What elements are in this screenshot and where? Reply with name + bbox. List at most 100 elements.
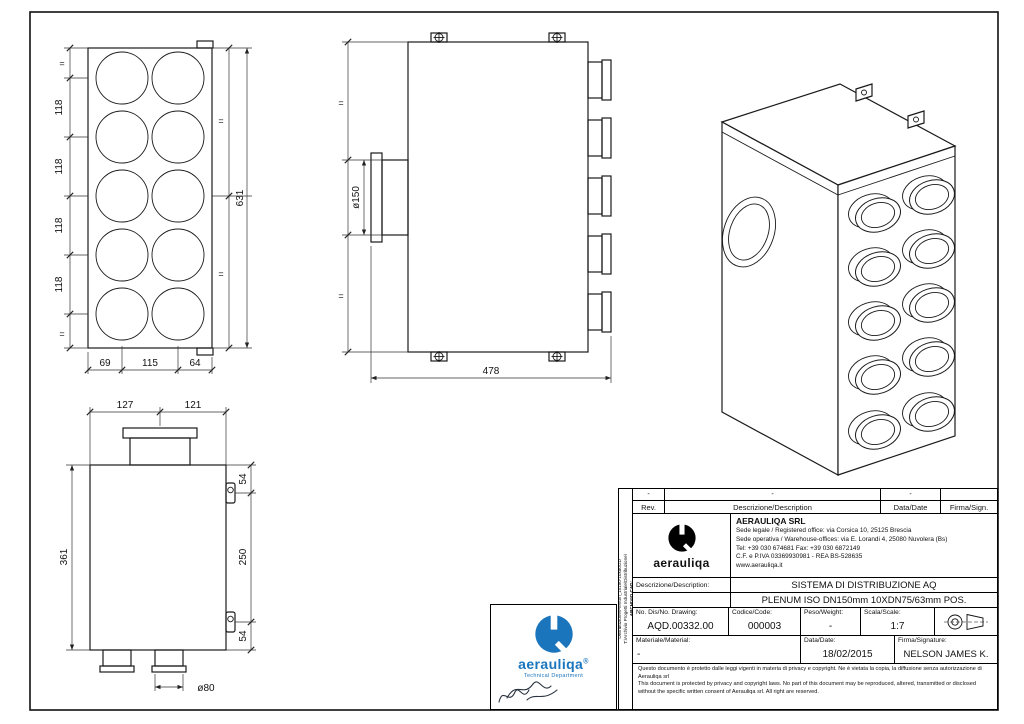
department-name: Technical Department <box>523 673 584 679</box>
code-value: 000003 <box>747 620 782 632</box>
dimension-label: = <box>338 98 343 108</box>
registered-mark: ® <box>583 658 589 666</box>
code-cell: Codice/Code: 000003 <box>729 608 801 635</box>
iso-collars <box>848 175 955 450</box>
disclaimer-italian: Questo documento è protetto dalle leggi … <box>638 666 982 680</box>
material-cell: Materiale/Material: - <box>633 636 801 663</box>
material-date-sign-row: Materiale/Material: - Data/Date: 18/02/2… <box>633 636 997 664</box>
dimension-label: 64 <box>189 358 201 369</box>
isometric-view <box>720 83 957 477</box>
legal-disclaimer: Questo documento è protetto dalle leggi … <box>633 664 997 709</box>
company-info: AERAULIQA SRL Sede legale / Registered o… <box>731 514 997 577</box>
side-centering-dimension: = = <box>338 38 408 356</box>
rev-date-value: - <box>881 489 941 500</box>
dimension-label: 118 <box>54 217 65 233</box>
weight-value: - <box>828 620 833 632</box>
date-label: Data/Date: <box>804 637 836 644</box>
archive-label: ARCHIVIO CAD: <box>628 581 633 617</box>
rev-header: Rev. <box>633 501 665 513</box>
company-address1: Sede legale / Registered office: via Cor… <box>736 527 912 535</box>
sign-header: Firma/Sign. <box>949 502 989 512</box>
scale-cell: Scala/Scale: 1:7 <box>861 608 935 635</box>
side-view: ø150 = = 478 <box>338 32 612 383</box>
front-view: = 118 118 118 118 = = = 631 <box>54 40 252 374</box>
dimension-label: = <box>59 329 64 339</box>
drawing-number-value: AQD.00332.00 <box>647 620 714 632</box>
dimension-label: 118 <box>54 158 65 174</box>
front-right-dimensions: = = 631 <box>212 44 252 352</box>
material-label: Materiale/Material: <box>636 637 691 644</box>
dimension-label: 118 <box>54 99 65 115</box>
date-value: 18/02/2015 <box>822 648 873 660</box>
description-row-2: PLENUM ISO DN150mm 10XDN75/63mm POS. <box>633 593 997 608</box>
front-left-dimensions: = 118 118 118 118 = <box>54 44 88 352</box>
handwritten-signature <box>498 681 558 703</box>
projection-cell <box>935 608 997 635</box>
dimension-label: ø80 <box>197 683 215 694</box>
first-angle-projection-icon <box>944 613 988 630</box>
dimension-label: 250 <box>238 548 249 565</box>
date-header: Data/Date <box>881 501 941 513</box>
bottom-view: 127 121 361 54 250 54 <box>59 400 256 694</box>
description-header: Descrizione/Description <box>665 501 881 513</box>
company-website: www.aerauliqa.it <box>736 561 783 569</box>
rev-value: - <box>633 489 665 500</box>
front-bottom-dimensions: 69 115 64 <box>84 346 216 374</box>
date-cell: Data/Date: 18/02/2015 <box>801 636 895 663</box>
dimension-label: = <box>59 59 64 69</box>
brand-wordmark: aerauliqa® <box>518 656 589 672</box>
company-address2: Sede operativa / Warehouse-offices: via … <box>736 535 948 543</box>
company-phone: Tel: +39 030 674681 Fax: +39 030 6872149 <box>736 544 861 552</box>
dimension-label: 115 <box>142 358 158 369</box>
signature-value: NELSON JAMES K. <box>903 648 989 660</box>
rev-description-value: - <box>665 489 881 500</box>
weight-cell: Peso/Weight: - <box>801 608 861 635</box>
screw-hole-icon <box>433 32 563 362</box>
drawing-number-label: No. Dis/No. Drawing: <box>636 609 698 616</box>
bottom-top-dimensions: 127 121 <box>86 400 230 465</box>
dimension-label: = <box>218 116 223 126</box>
signature-label: Firma/Signature: <box>898 637 947 644</box>
company-name: AERAULIQA SRL <box>736 516 806 526</box>
aerauliqa-logo-icon <box>667 523 696 555</box>
description-line2: PLENUM ISO DN150mm 10XDN75/63mm POS. <box>761 594 967 606</box>
dimension-label: ø150 <box>351 186 362 209</box>
scale-value: 1:7 <box>890 620 905 632</box>
drawing-number-cell: No. Dis/No. Drawing: AQD.00332.00 <box>633 608 729 635</box>
description-label: Descrizione/Description: <box>633 578 731 592</box>
dimension-label: = <box>218 269 223 279</box>
dimension-label: 118 <box>54 276 65 292</box>
technical-department-box: aerauliqa® Technical Department <box>490 604 617 710</box>
aerauliqa-logo-icon <box>534 614 573 656</box>
bottom-outlet-dimension: ø80 <box>154 674 215 694</box>
description-line1: SISTEMA DI DISTRIBUZIONE AQ <box>791 579 937 591</box>
dimension-label: 54 <box>238 630 249 642</box>
weight-label: Peso/Weight: <box>804 609 844 616</box>
brand-text: aerauliqa <box>518 656 584 672</box>
dimension-label: 361 <box>59 548 70 565</box>
company-logo-wordmark: aerauliqa <box>653 556 710 570</box>
dimension-label: 631 <box>235 189 246 206</box>
dimension-label: 127 <box>117 400 134 411</box>
dimension-label: 121 <box>185 400 202 411</box>
archive-path-line2: Distribuzione\Plenum_1x150-10x80\2D <box>618 559 622 639</box>
revision-values-row: - - - <box>633 489 997 501</box>
drawing-info-row: No. Dis/No. Drawing: AQD.00332.00 Codice… <box>633 608 997 636</box>
code-label: Codice/Code: <box>732 609 772 616</box>
side-width-dimension: 478 <box>370 246 612 383</box>
material-value: - <box>637 648 641 660</box>
bottom-left-dimension: 361 <box>59 464 90 651</box>
sheet-border <box>29 11 999 711</box>
description-row-1: Descrizione/Description: SISTEMA DI DIST… <box>633 578 997 593</box>
dimension-label: = <box>338 291 343 301</box>
title-block: Distribuzione\Plenum_1x150-10x80\2D T:\A… <box>618 488 998 710</box>
dimension-label: 54 <box>238 473 249 485</box>
dimension-label: 478 <box>483 366 500 377</box>
dimension-label: 69 <box>99 358 111 369</box>
archive-path-line1: T:\Archivio Progetti Industriale\Distrib… <box>622 554 628 644</box>
archive-path-strip: Distribuzione\Plenum_1x150-10x80\2D T:\A… <box>618 488 632 710</box>
company-block: aerauliqa AERAULIQA SRL Sede legale / Re… <box>633 514 997 578</box>
bottom-right-dimensions: 54 250 54 <box>226 461 256 654</box>
